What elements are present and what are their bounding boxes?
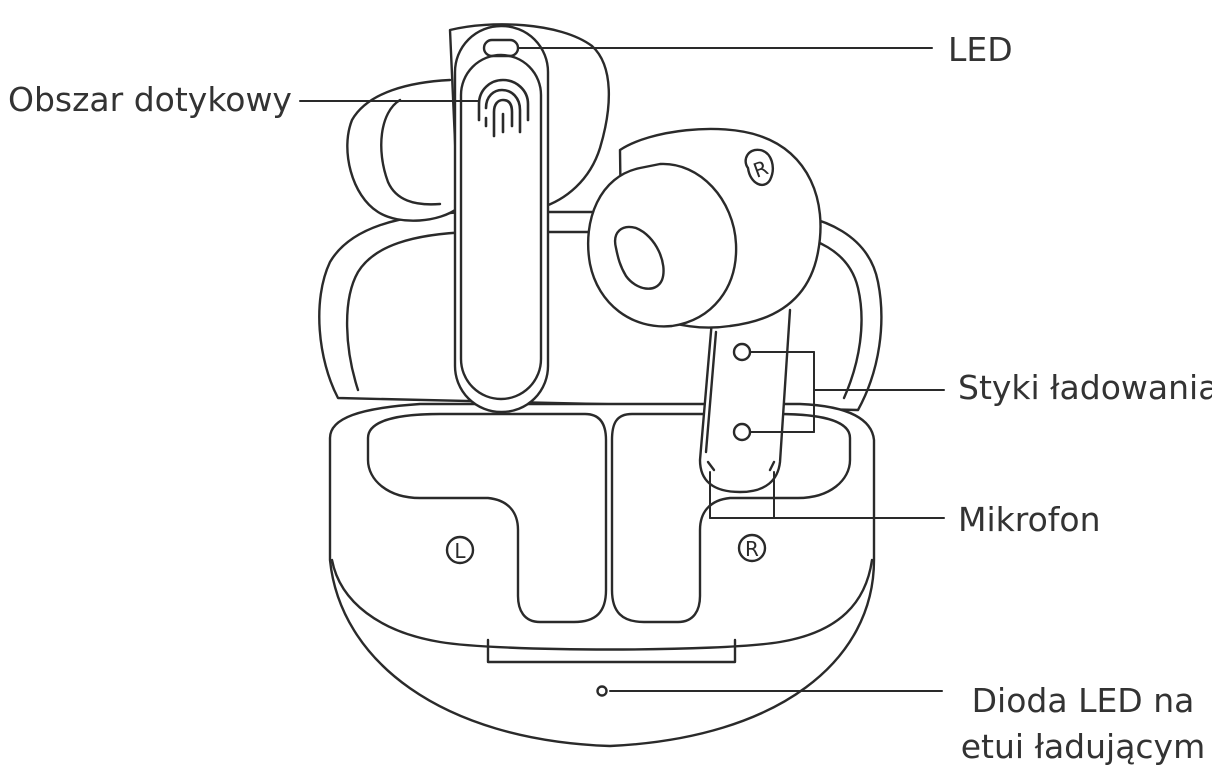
fingerprint-icon — [477, 78, 530, 138]
right-earbud — [586, 127, 822, 494]
left-earbud — [346, 23, 611, 414]
case-led-label-line2: etui ładującym — [960, 727, 1206, 766]
touch-area-label: Obszar dotykowy — [8, 80, 292, 119]
case-right-marking — [737, 533, 767, 563]
case-led-label: Dioda LED na etui ładującym — [958, 678, 1208, 770]
case-right-letter: R — [745, 537, 759, 561]
case-left-marking — [445, 535, 475, 565]
case-base — [328, 402, 876, 748]
case-left-letter: L — [454, 539, 466, 563]
microphone-label: Mikrofon — [958, 500, 1101, 539]
callout-lines — [299, 47, 945, 692]
led-label: LED — [948, 30, 1013, 69]
case-led-label-line1: Dioda LED na — [971, 681, 1195, 720]
charging-contacts-label: Styki ładowania — [958, 368, 1212, 407]
